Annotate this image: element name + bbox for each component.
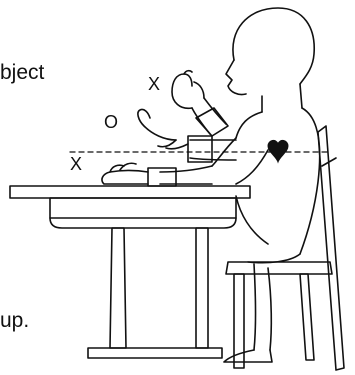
marker-middle-o: O [104,112,118,132]
arm-lowered [102,163,212,186]
marker-upper-x: X [148,74,160,94]
arm-raised [172,71,228,136]
person [212,8,320,362]
heart-icon [268,140,288,162]
chair [226,126,344,370]
table [10,186,250,358]
marker-lower-x: X [70,154,82,174]
